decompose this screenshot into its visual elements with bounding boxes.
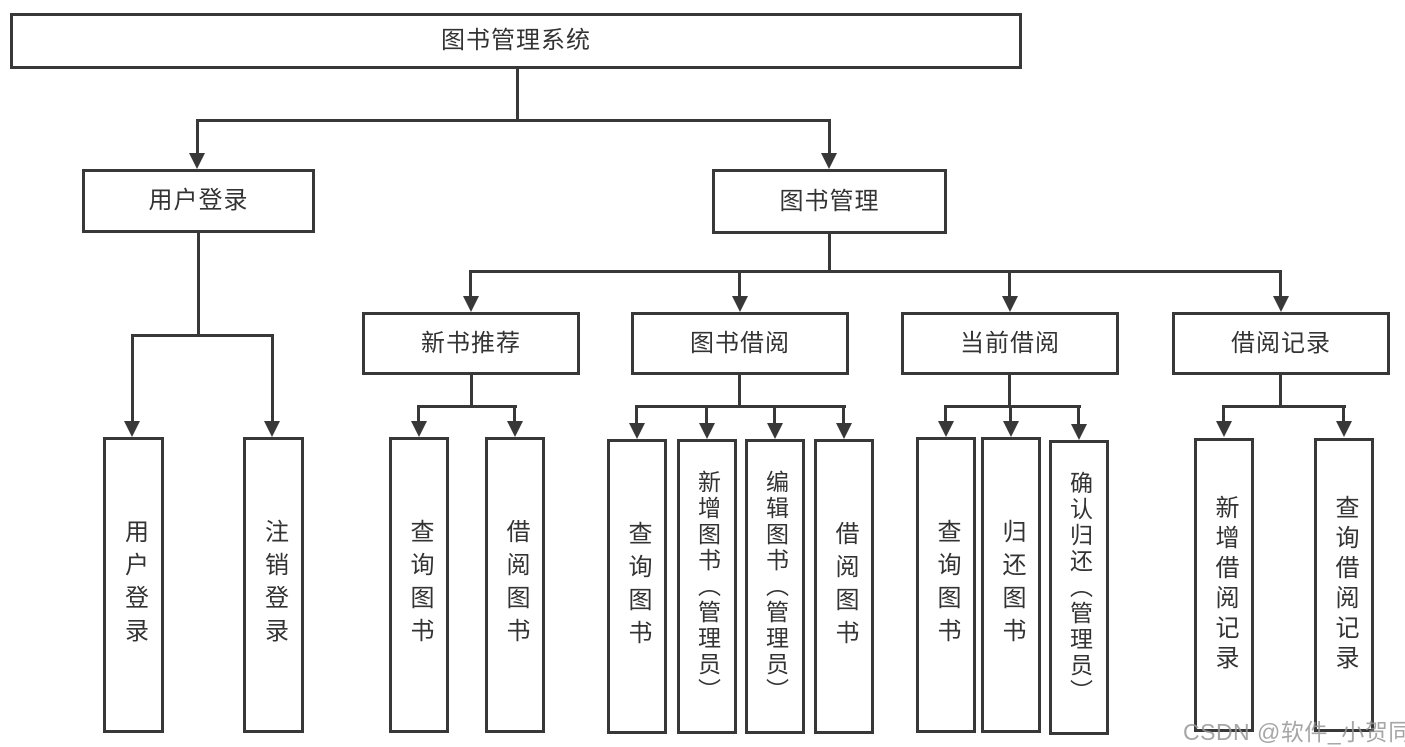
connector-arrowhead	[124, 421, 140, 437]
connector-arrowhead	[1273, 296, 1289, 312]
connector-drop-book-management	[828, 119, 831, 154]
node-cb-query-books: 查询图书	[916, 437, 976, 733]
connector-drop-cb-return	[1009, 405, 1012, 422]
connector-drop-leaf-user-login	[131, 334, 134, 421]
connector-arrowhead	[411, 421, 427, 437]
connector-drop-cb-confirm	[1077, 405, 1080, 424]
node-cb-confirm-return-admin: 确认归还（管理员）	[1049, 440, 1109, 735]
connector-drop-book-borrowing	[738, 270, 741, 297]
connector-drop-cb-query	[944, 405, 947, 422]
node-book-borrowing: 图书借阅	[631, 312, 849, 375]
connector-arrowhead	[264, 421, 280, 437]
connector-bb-rail	[635, 405, 846, 408]
node-bb-query-books: 查询图书	[607, 439, 667, 734]
node-cb-return-books: 归还图书	[981, 437, 1041, 733]
connector-drop-rec-query	[417, 405, 420, 422]
node-bb-edit-books-admin: 编辑图书（管理员）	[745, 439, 805, 734]
node-user-login: 用户登录	[82, 169, 315, 233]
connector-login-stem	[197, 232, 200, 336]
connector-br-rail	[1222, 405, 1346, 408]
node-library-management-system: 图书管理系统	[10, 13, 1022, 69]
node-current-borrowing: 当前借阅	[901, 312, 1119, 375]
connector-arrowhead	[463, 296, 479, 312]
connector-root-stem	[516, 69, 519, 120]
connector-drop-user-login	[196, 119, 199, 154]
connector-arrowhead	[836, 423, 852, 439]
connector-arrowhead	[189, 153, 205, 169]
connector-arrowhead	[629, 423, 645, 439]
connector-login-rail	[131, 334, 274, 337]
connector-arrowhead	[1216, 421, 1232, 437]
connector-mgmt-stem	[828, 233, 831, 272]
csdn-watermark: CSDN @软件_小贺同学	[1183, 719, 1405, 745]
node-bb-add-books-admin: 新增图书（管理员）	[677, 439, 737, 734]
connector-drop-new-book-recommend	[469, 270, 472, 297]
node-book-management: 图书管理	[712, 169, 947, 234]
node-new-book-recommend: 新书推荐	[362, 312, 580, 375]
connector-arrowhead	[938, 421, 954, 437]
connector-drop-borrowing-records	[1279, 270, 1282, 297]
connector-drop-bb-query	[635, 405, 638, 424]
connector-drop-rec-borrow	[513, 405, 516, 422]
connector-arrowhead	[699, 423, 715, 439]
connector-cb-rail	[944, 405, 1081, 408]
node-borrowing-records: 借阅记录	[1172, 312, 1390, 375]
connector-cb-stem	[1008, 374, 1011, 407]
connector-arrowhead	[1003, 421, 1019, 437]
connector-root-rail	[196, 119, 831, 122]
connector-rec-stem	[470, 374, 473, 407]
connector-drop-bb-add	[705, 405, 708, 424]
node-rec-borrow-books: 借阅图书	[485, 437, 545, 733]
connector-arrowhead	[1071, 424, 1087, 440]
node-rec-query-books: 查询图书	[389, 437, 449, 733]
connector-arrowhead	[1002, 296, 1018, 312]
connector-arrowhead	[1336, 421, 1352, 437]
connector-arrowhead	[821, 153, 837, 169]
node-br-add-record: 新增借阅记录	[1194, 438, 1254, 732]
connector-bb-stem	[738, 374, 741, 407]
connector-drop-bb-edit	[773, 405, 776, 424]
connector-drop-br-add	[1222, 405, 1225, 422]
connector-mgmt-rail	[469, 270, 1282, 273]
node-bb-borrow-books: 借阅图书	[814, 439, 874, 734]
connector-drop-current-borrowing	[1008, 270, 1011, 297]
node-br-query-record: 查询借阅记录	[1314, 438, 1374, 732]
connector-arrowhead	[507, 421, 523, 437]
connector-drop-bb-borrow	[842, 405, 845, 424]
node-leaf-user-login: 用户登录	[103, 437, 164, 733]
connector-drop-br-query	[1342, 405, 1345, 422]
connector-br-stem	[1279, 374, 1282, 407]
connector-rec-rail	[417, 405, 517, 408]
connector-drop-leaf-logout	[271, 334, 274, 421]
connector-arrowhead	[767, 423, 783, 439]
node-leaf-logout-login: 注销登录	[243, 437, 304, 733]
connector-arrowhead	[732, 296, 748, 312]
